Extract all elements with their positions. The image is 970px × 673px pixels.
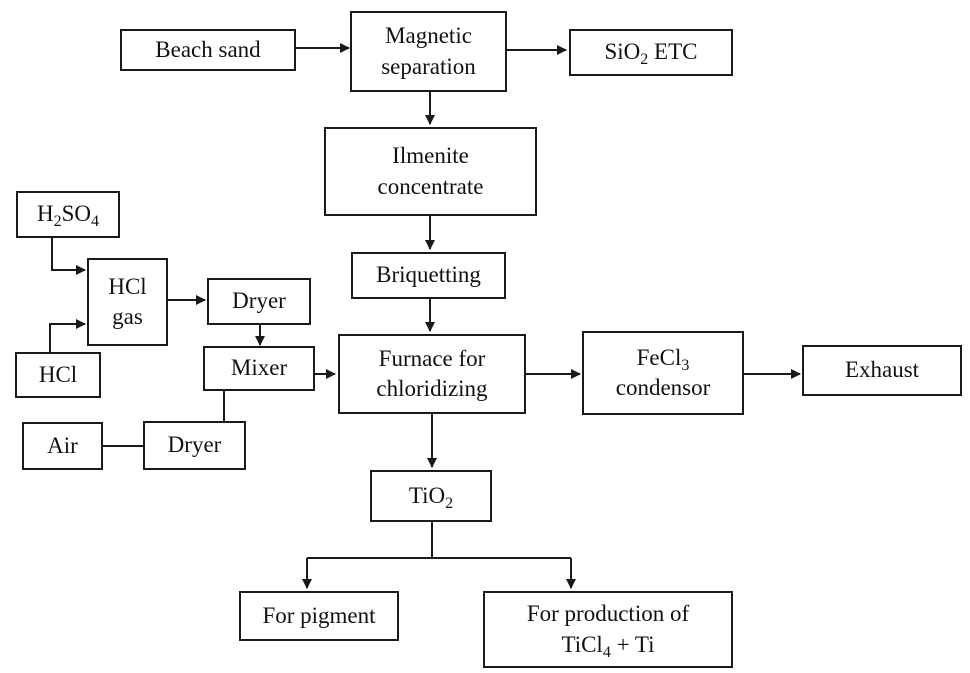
h2so4-box: H2SO4: [16, 191, 120, 238]
hcl-gas-label: HCl gas: [108, 273, 147, 329]
dryer-top-label: Dryer: [232, 288, 286, 314]
arrow-h2so4-to-hclgas: [51, 238, 86, 275]
magnetic-separation-label: Magnetic separation: [381, 23, 476, 79]
dryer-bottom-box: Dryer: [143, 421, 246, 470]
mixer-box: Mixer: [203, 346, 315, 391]
for-pigment-box: For pigment: [239, 591, 399, 641]
ilmenite-concentrate-label: Ilmenite concentrate: [377, 143, 484, 199]
briquetting-box: Briquetting: [351, 252, 506, 299]
dryer-bottom-label: Dryer: [167, 432, 222, 458]
ilmenite-concentrate-box: Ilmenite concentrate: [324, 127, 537, 216]
beach-sand-label: Beach sand: [155, 36, 261, 62]
briquetting-label: Briquetting: [376, 262, 481, 288]
exhaust-box: Exhaust: [802, 345, 962, 396]
hcl-box: HCl: [15, 352, 101, 398]
sio2-etc-label: SiO2 ETC: [604, 39, 698, 69]
furnace-label: Furnace for chloridizing: [376, 345, 488, 401]
mixer-label: Mixer: [230, 355, 288, 381]
tio2-label: TiO2: [408, 482, 454, 512]
for-pigment-label: For pigment: [262, 602, 376, 628]
dryer-top-box: Dryer: [207, 278, 311, 325]
exhaust-label: Exhaust: [844, 357, 920, 383]
air-label: Air: [47, 432, 78, 458]
magnetic-separation-box: Magnetic separation: [350, 11, 507, 92]
h2so4-label: H2SO4: [36, 201, 100, 231]
hcl-gas-box: HCl gas: [87, 258, 168, 346]
arrow-hcl-to-hclgas: [49, 319, 86, 352]
tio2-box: TiO2: [370, 470, 492, 522]
air-box: Air: [22, 422, 103, 470]
sio2-etc-box: SiO2 ETC: [569, 29, 733, 76]
hcl-label: HCl: [38, 361, 78, 387]
beach-sand-box: Beach sand: [120, 29, 296, 71]
furnace-box: Furnace for chloridizing: [338, 334, 526, 414]
